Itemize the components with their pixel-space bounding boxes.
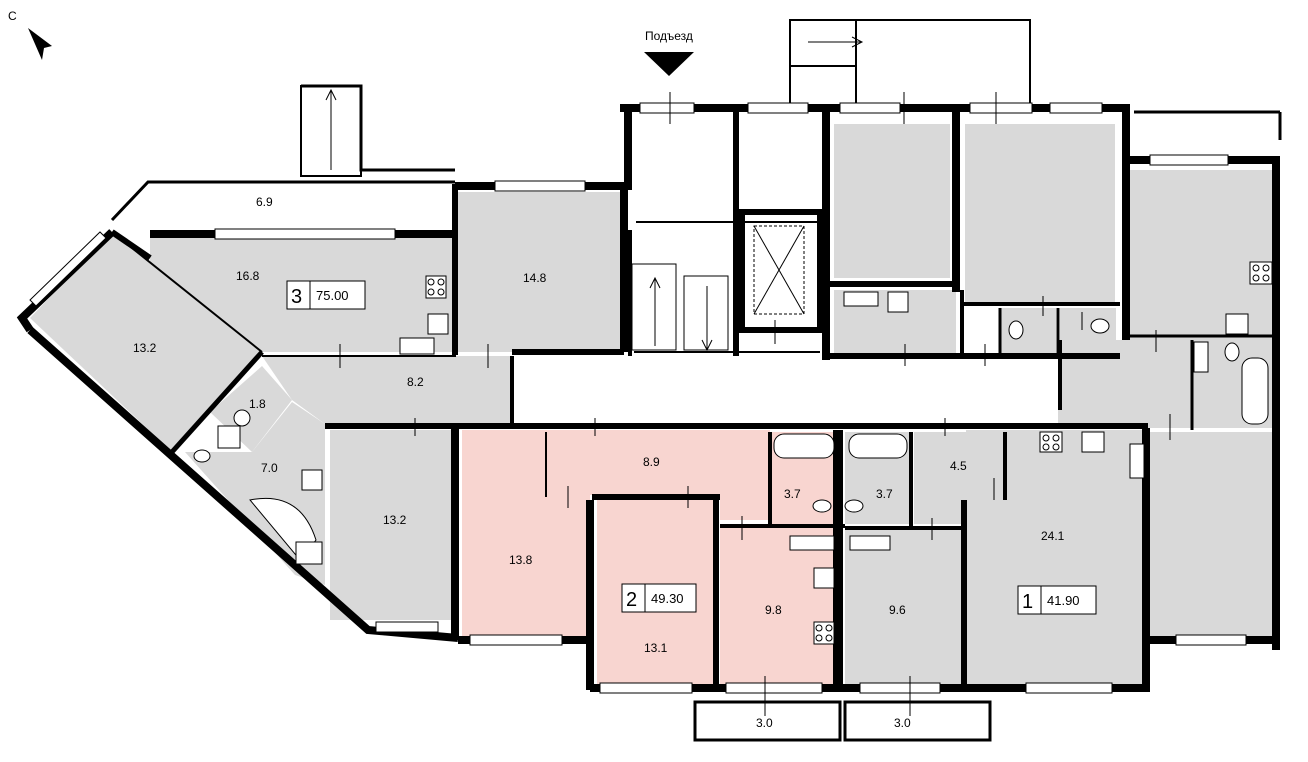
room-a1-living[interactable]	[966, 430, 1144, 686]
label-a2-bath: 3.7	[784, 487, 801, 501]
label-a3-south: 13.2	[383, 513, 407, 527]
entrance: Подъезд	[644, 29, 694, 76]
sink-icon	[813, 567, 835, 589]
washing-machine-icon	[399, 337, 435, 355]
room-a2-west[interactable]	[462, 430, 590, 638]
room-a3-north[interactable]	[458, 192, 620, 352]
compass-label: С	[8, 9, 17, 23]
sink-icon	[1081, 431, 1105, 453]
label-a1-bath: 3.7	[876, 487, 893, 501]
stove-icon	[425, 275, 447, 299]
washing-machine-icon	[849, 535, 891, 551]
label-a3-west: 13.2	[133, 341, 157, 355]
label-a3-hall: 8.2	[407, 375, 424, 389]
apartment-area: 49.30	[651, 591, 684, 606]
apartment-area: 41.90	[1047, 593, 1080, 608]
toilet-icon	[844, 499, 864, 513]
toilet-icon	[193, 449, 211, 463]
stair-arrows	[325, 36, 864, 352]
label-a1-hall: 4.5	[950, 459, 967, 473]
label-a3-balcony: 6.9	[256, 195, 273, 209]
sink-icon	[301, 469, 323, 491]
fixtures	[193, 261, 1273, 645]
toilet-icon	[812, 499, 832, 513]
toilet-icon	[233, 409, 251, 427]
room-ne-a[interactable]	[834, 124, 950, 278]
label-a2-west: 13.8	[509, 553, 533, 567]
label-a2-hall: 8.9	[643, 455, 660, 469]
room-e-lower[interactable]	[1150, 432, 1272, 640]
label-a2-room: 13.1	[644, 641, 668, 655]
door-marks	[339, 92, 1171, 716]
room-a3-south[interactable]	[330, 430, 455, 620]
apartment-tag-2[interactable]: 2 49.30	[621, 583, 697, 613]
room-ne-d[interactable]	[1000, 308, 1056, 354]
washing-machine-icon	[789, 535, 835, 551]
room-labels: 6.9 16.8 14.8 13.2 8.2 1.8 7.0 13.2 8.9 …	[133, 195, 1065, 730]
washing-machine-icon	[1129, 443, 1145, 479]
bathtub-icon	[848, 433, 908, 459]
washing-machine-icon	[1193, 341, 1209, 373]
room-a1-room[interactable]	[845, 530, 961, 686]
room-a3-hall[interactable]	[262, 356, 512, 424]
stove-icon	[1249, 261, 1273, 285]
label-a3-bath: 7.0	[261, 461, 278, 475]
windows	[29, 102, 1247, 694]
label-a3-living: 16.8	[236, 269, 260, 283]
toilet-icon	[1224, 342, 1240, 362]
apartment-number: 1	[1022, 591, 1033, 613]
apartment-number: 3	[291, 286, 302, 308]
sink-icon	[427, 313, 449, 335]
label-a1-living: 24.1	[1041, 529, 1065, 543]
label-balcony-a2: 3.0	[756, 716, 773, 730]
stove-icon	[813, 621, 835, 645]
room-a2-hall[interactable]	[546, 430, 770, 520]
apartment-number: 2	[626, 589, 637, 611]
label-a3-wc: 1.8	[249, 397, 266, 411]
bathtub-icon	[773, 433, 835, 459]
label-balcony-a1: 3.0	[894, 716, 911, 730]
room-a2-kitchen[interactable]	[720, 525, 838, 686]
label-a1-room: 9.6	[889, 603, 906, 617]
sink-icon	[887, 291, 909, 313]
room-e-upper[interactable]	[1128, 170, 1273, 340]
apartment-area: 75.00	[316, 288, 349, 303]
entrance-label: Подъезд	[645, 29, 693, 43]
washing-machine-icon	[295, 541, 323, 565]
toilet-icon	[1008, 320, 1024, 340]
washing-machine-icon	[843, 291, 879, 307]
apartment-tag-1[interactable]: 1 41.90	[1017, 585, 1097, 615]
bathtub-icon	[1241, 357, 1269, 425]
sink-icon	[1225, 313, 1249, 335]
label-a2-kitchen: 9.8	[765, 603, 782, 617]
room-ne-b[interactable]	[965, 124, 1115, 304]
label-a3-north: 14.8	[523, 271, 547, 285]
room-a3-west[interactable]	[30, 232, 262, 452]
stove-icon	[1039, 431, 1063, 453]
north-arrow: С	[8, 9, 52, 60]
entrance-marker-icon	[644, 52, 694, 76]
apartment-tag-3[interactable]: 3 75.00	[286, 280, 366, 310]
toilet-icon	[1090, 318, 1110, 334]
north-arrow-icon	[28, 28, 52, 60]
washing-machine-icon	[217, 425, 241, 449]
